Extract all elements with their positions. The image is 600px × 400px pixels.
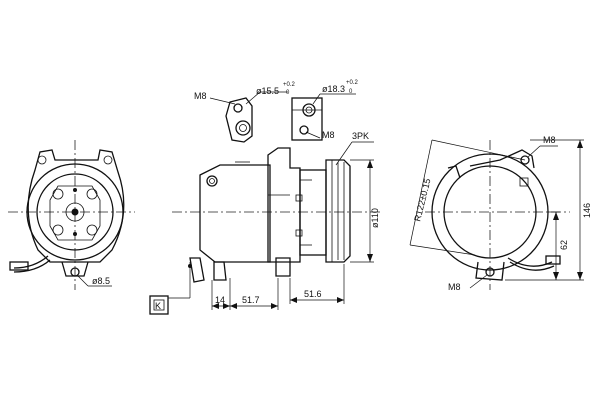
bracket-detail-right	[291, 93, 356, 141]
label-m8-bracket: M8	[322, 130, 335, 140]
wire-connector-icon	[9, 261, 29, 271]
label-dim-51-7: 51.7	[242, 295, 260, 305]
label-m8-right-top: M8	[543, 135, 556, 145]
front-view	[8, 140, 135, 290]
rear-port-icon	[206, 175, 218, 187]
side-view	[172, 141, 380, 310]
rear-mount-hole-bottom-icon	[485, 267, 495, 277]
label-belt-3pk: 3PK	[352, 131, 369, 141]
rear-head-outline	[199, 164, 271, 263]
label-d110: ø110	[370, 208, 380, 228]
label-m8-right-bottom: M8	[448, 282, 461, 292]
rear-wire-connector-icon	[545, 255, 561, 265]
label-d18: ø18.3	[322, 84, 345, 94]
connector-symbol	[149, 262, 191, 315]
rear-mount-hole-top-icon	[520, 155, 530, 165]
bracket-detail-left	[209, 91, 288, 143]
label-d18-tol-upper: +0.2	[346, 80, 359, 86]
label-d15-tol-upper: +0.2	[283, 82, 296, 88]
rear-view	[409, 139, 584, 290]
label-dim-146: 146	[582, 203, 592, 218]
front-outer-circle	[26, 163, 124, 261]
label-d15: ø15.5	[256, 86, 279, 96]
label-dim-14: 14	[215, 295, 225, 305]
body-outline	[267, 147, 301, 263]
label-dim-62: 62	[559, 240, 569, 250]
label-connector: K	[155, 301, 161, 311]
label-radius: R122±0.15	[412, 177, 432, 222]
mount-hole-icon	[70, 267, 80, 277]
label-d15-tol-lower: 0	[286, 90, 290, 96]
front-housing-outline	[27, 149, 125, 263]
label-d18-tol-lower: 0	[349, 89, 353, 95]
pulley-outline	[325, 159, 351, 263]
front-inner-circle	[36, 173, 114, 251]
front-housing-block	[299, 169, 327, 256]
label-d8-5: ø8.5	[92, 276, 110, 286]
label-dim-51-6: 51.6	[304, 289, 322, 299]
rear-inner-circle	[443, 165, 537, 259]
label-m8-top-left: M8	[194, 91, 207, 101]
